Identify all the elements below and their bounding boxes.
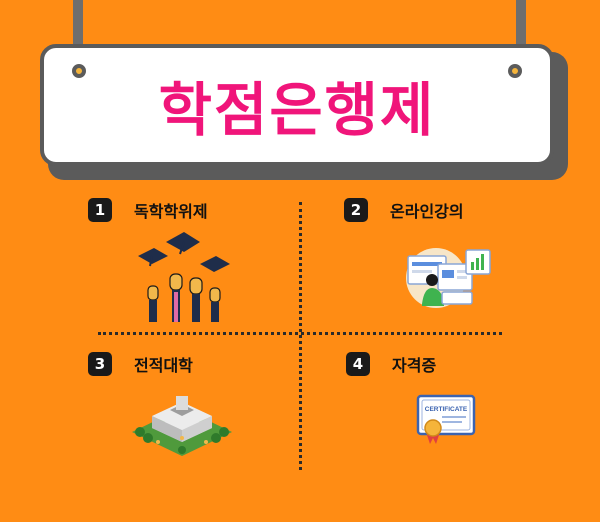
- item-3-number: 3: [88, 352, 112, 376]
- right-rope: [516, 0, 526, 70]
- item-2-label: 온라인강의: [390, 202, 464, 221]
- item-4-label: 자격증: [392, 356, 437, 375]
- horizontal-divider: [98, 332, 502, 335]
- item-1-label: 독학학위제: [134, 202, 208, 221]
- page-title: 학점은행제: [158, 76, 436, 144]
- vertical-divider: [299, 202, 302, 470]
- item-3-label: 전적대학: [134, 356, 193, 375]
- graduation-caps-icon: [138, 232, 230, 322]
- right-peg: [508, 64, 522, 78]
- item-1-number: 1: [88, 198, 112, 222]
- left-rope: [73, 0, 83, 70]
- certificate-icon: CERTIFICATE: [416, 394, 476, 444]
- item-2-number: 2: [344, 198, 368, 222]
- item-4-number: 4: [346, 352, 370, 376]
- online-lecture-icon: [406, 248, 491, 308]
- left-peg: [72, 64, 86, 78]
- university-building-icon: [132, 396, 232, 456]
- item-2-header: 2 온라인강의: [344, 198, 464, 222]
- item-3-header: 3 전적대학: [88, 352, 193, 376]
- title-sign: 학점은행제: [40, 44, 554, 166]
- item-1-header: 1 독학학위제: [88, 198, 208, 222]
- item-4-header: 4 자격증: [346, 352, 436, 376]
- certificate-text: CERTIFICATE: [425, 406, 468, 413]
